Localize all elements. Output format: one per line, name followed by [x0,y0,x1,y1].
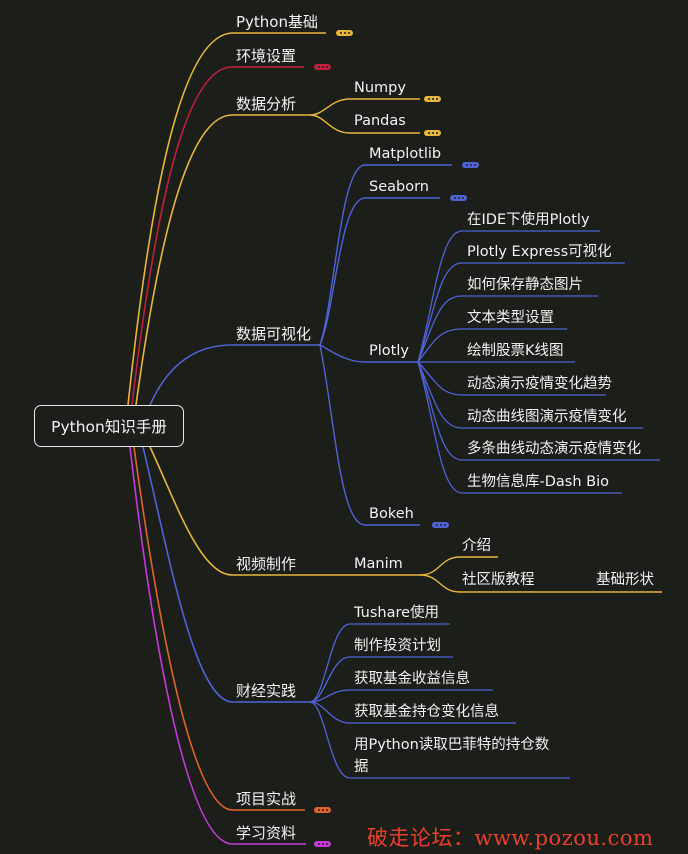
edge-finance [142,446,310,703]
node-pandas[interactable]: Pandas [354,113,406,129]
collapse-toggle-resources[interactable] [314,841,331,847]
edge-resources [129,446,306,845]
node-video[interactable]: 视频制作 [236,555,297,573]
collapse-toggle-python-basics[interactable] [336,30,353,36]
collapse-toggle-env-setup[interactable] [314,64,331,70]
plotly-item[interactable]: 生物信息库-Dash Bio [467,474,609,490]
node-env-setup[interactable]: 环境设置 [236,47,297,65]
collapse-toggle-matplotlib[interactable] [462,162,479,168]
edge-video [149,446,340,576]
plotly-item[interactable]: 在IDE下使用Plotly [467,212,590,228]
plotly-item[interactable]: 多条曲线动态演示疫情变化 [467,441,641,457]
plotly-item[interactable]: 动态曲线图演示疫情变化 [467,409,627,425]
finance-item[interactable]: 制作投资计划 [354,638,441,654]
collapse-toggle-bokeh[interactable] [432,522,449,528]
plotly-item[interactable]: Plotly Express可视化 [467,244,612,260]
node-seaborn[interactable]: Seaborn [369,179,429,195]
node-data-viz[interactable]: 数据可视化 [236,325,312,343]
watermark: 破走论坛：www.pozou.com [367,826,654,850]
node-projects[interactable]: 项目实战 [236,790,297,808]
plotly-item[interactable]: 绘制股票K线图 [467,343,564,359]
collapse-toggle-numpy[interactable] [424,96,441,102]
collapse-toggle-seaborn[interactable] [450,195,467,201]
node-finance[interactable]: 财经实践 [236,682,297,700]
node-manim[interactable]: Manim [354,556,403,572]
collapse-toggle-pandas[interactable] [424,130,441,136]
node-manim-intro[interactable]: 介绍 [462,538,491,554]
finance-item[interactable]: Tushare使用 [354,605,440,621]
plotly-item[interactable]: 动态演示疫情变化趋势 [467,376,612,392]
node-matplotlib[interactable]: Matplotlib [369,146,442,162]
edge-env-setup [131,66,304,406]
finance-item-buffett-cont: 据 [354,759,369,775]
node-numpy[interactable]: Numpy [354,80,406,96]
finance-item-buffett[interactable]: 用Python读取巴菲特的持仓数 [354,737,550,753]
node-resources[interactable]: 学习资料 [236,824,297,842]
edge-projects [133,446,305,811]
plotly-item[interactable]: 如何保存静态图片 [467,277,583,293]
node-plotly[interactable]: Plotly [369,343,409,359]
plotly-item[interactable]: 文本类型设置 [467,310,554,326]
collapse-toggle-projects[interactable] [314,807,331,813]
node-basic-shapes[interactable]: 基础形状 [596,572,654,588]
node-manim-community[interactable]: 社区版教程 [462,572,535,588]
edge-data-analysis [135,114,310,406]
root-node[interactable]: Python知识手册 [34,405,184,447]
node-python-basics[interactable]: Python基础 [236,13,318,31]
node-bokeh[interactable]: Bokeh [369,506,414,522]
edge-python-basics [127,32,326,406]
edge-data-viz [149,344,320,406]
node-data-analysis[interactable]: 数据分析 [236,95,297,113]
finance-item[interactable]: 获取基金持仓变化信息 [354,704,499,720]
finance-item[interactable]: 获取基金收益信息 [354,671,470,687]
